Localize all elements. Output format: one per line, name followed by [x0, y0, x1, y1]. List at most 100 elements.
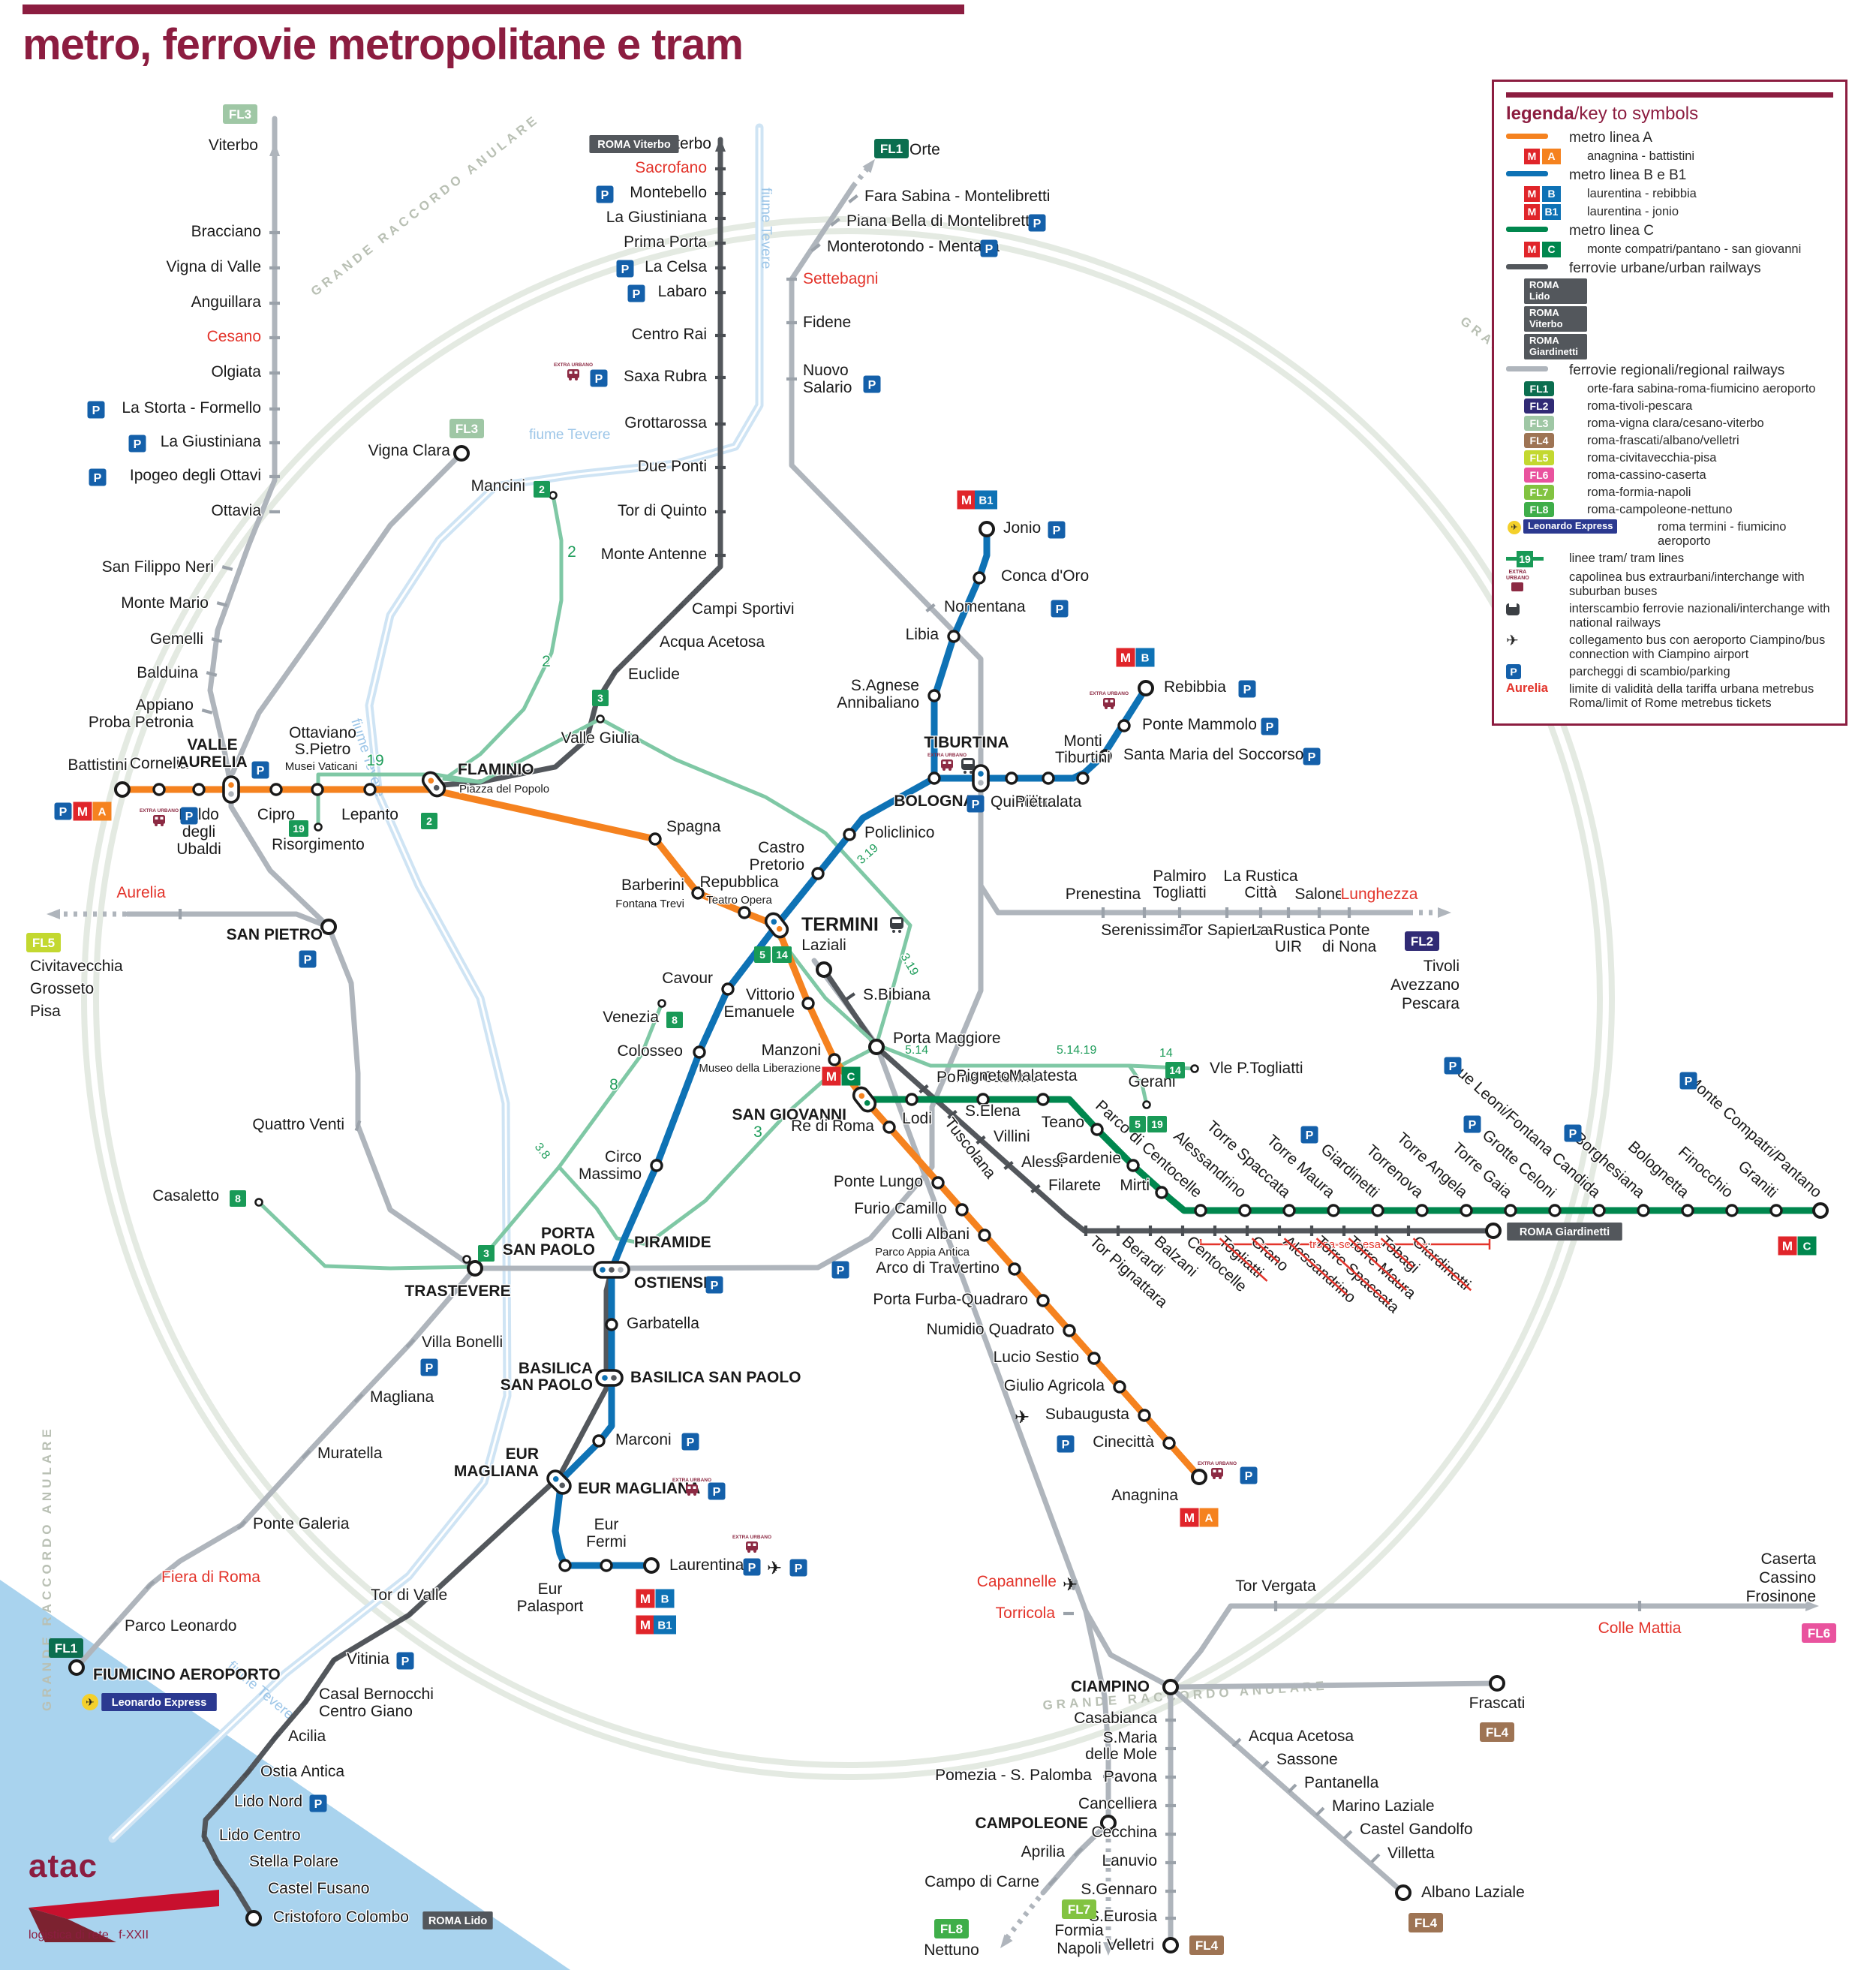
svg-text:EXTRA URBANO: EXTRA URBANO [1090, 691, 1129, 696]
svg-text:Museo della Liberazione: Museo della Liberazione [699, 1062, 821, 1075]
arrow [862, 159, 875, 173]
station-label: San Filippo Neri [101, 558, 215, 577]
svg-text:Città: Città [1244, 884, 1277, 901]
svg-text:SAN PAOLO: SAN PAOLO [503, 1241, 595, 1259]
station-terminus [1100, 1815, 1117, 1831]
svg-text:Parco Appia Antica: Parco Appia Antica [875, 1246, 970, 1259]
station-label: Ponte [1327, 921, 1370, 940]
svg-text:Venezia: Venezia [603, 1009, 659, 1026]
station-dot [311, 783, 324, 796]
svg-text:TERMINI: TERMINI [801, 914, 879, 935]
interchange-pill [764, 912, 789, 939]
line-gray-trunk [472, 276, 984, 1271]
station-label: Ubaldi [176, 840, 222, 859]
svg-text:Saxa Rubra: Saxa Rubra [624, 368, 707, 385]
atac-subtitle: logistica di rete f-XXII [29, 1929, 149, 1941]
station-tick [212, 1857, 223, 1868]
svg-text:ROMA Lido: ROMA Lido [428, 1915, 488, 1927]
station-label: Frosinone [1745, 1587, 1817, 1607]
fl-line-badge: FL4 [1189, 1935, 1224, 1955]
metro-logo: M [636, 1615, 655, 1635]
svg-text:Cassino: Cassino [1759, 1569, 1816, 1587]
svg-text:P: P [795, 1562, 803, 1575]
svg-text:Pigneto: Pigneto [956, 1067, 1009, 1084]
svg-text:P: P [1685, 1075, 1693, 1088]
legend-row-plane: ✈collegamento bus con aeroporto Ciampino… [1506, 632, 1826, 661]
station-label: Gemelli [149, 630, 205, 649]
svg-text:EUR MAGLIANA: EUR MAGLIANA [578, 1480, 700, 1497]
station-label: Teano [1040, 1113, 1085, 1132]
pill-dot [858, 1093, 865, 1099]
svg-text:Centro Rai: Centro Rai [632, 326, 707, 343]
station-label: FIUMICINO AEROPORTO [92, 1665, 281, 1685]
station-dot [1117, 719, 1131, 732]
svg-text:SAN PAOLO: SAN PAOLO [501, 1376, 593, 1394]
station-label: 5.14 [904, 1043, 930, 1058]
pill-dot [864, 1099, 870, 1106]
station-label: Città [1243, 883, 1278, 903]
svg-text:Vigna di Valle: Vigna di Valle [167, 258, 261, 275]
legend-row-line: metro linea A [1505, 129, 1835, 146]
parking-badge: P [396, 1652, 414, 1670]
station-dot [1063, 1324, 1076, 1337]
svg-text:Ponte: Ponte [1329, 922, 1370, 939]
svg-text:EXTRA URBANO: EXTRA URBANO [554, 362, 593, 368]
svg-text:A: A [98, 805, 107, 818]
svg-text:P: P [304, 954, 312, 967]
station-dot [1099, 749, 1112, 762]
svg-text:Quattro Venti: Quattro Venti [252, 1116, 344, 1133]
pill-dot [602, 1375, 608, 1381]
svg-text:UIR: UIR [1275, 938, 1302, 955]
national-rail-icon [961, 758, 975, 774]
svg-text:Teatro Opera: Teatro Opera [706, 894, 772, 907]
station-label: Repubblica [699, 873, 780, 892]
station-label: Arco di Travertino [875, 1259, 1000, 1278]
station-terminus [68, 1659, 85, 1676]
line-fl4-albano [1168, 1684, 1400, 1890]
svg-text:Mirti: Mirti [1120, 1177, 1150, 1194]
interchange-pill [421, 771, 446, 798]
svg-text:Laurentina: Laurentina [669, 1556, 744, 1574]
pill-dot [618, 1267, 624, 1273]
svg-text:Due Ponti: Due Ponti [638, 458, 707, 475]
station-label: Capannelle [976, 1572, 1057, 1592]
svg-text:EXTRA URBANO: EXTRA URBANO [140, 808, 179, 814]
parking-badge: P [128, 435, 146, 453]
station-label: La Giustiniana [159, 432, 262, 452]
svg-text:Porta Furba-Quadraro: Porta Furba-Quadraro [873, 1291, 1028, 1308]
arrow [1103, 1942, 1114, 1956]
svg-text:Barberini: Barberini [621, 877, 684, 894]
line-fl3-vigna-clara-spur [230, 450, 464, 776]
station-label: Acilia [287, 1727, 327, 1746]
svg-text:P: P [94, 472, 102, 485]
line-fl1-northeast [789, 183, 856, 282]
station-tick [221, 565, 233, 571]
station-label: BASILICA SAN PAOLO [630, 1368, 802, 1388]
rail-name-badge: ROMA Giardinetti [1524, 334, 1587, 359]
metro-line-badge: B1 [1542, 203, 1561, 220]
station-label: Eur [593, 1515, 619, 1535]
svg-text:P: P [972, 799, 980, 811]
svg-text:Alessi: Alessi [1021, 1153, 1063, 1171]
svg-text:Tor di Quinto: Tor di Quinto [618, 502, 707, 519]
svg-text:FL5: FL5 [32, 936, 55, 950]
svg-text:Colli Albani: Colli Albani [891, 1226, 970, 1243]
svg-text:Anagnina: Anagnina [1111, 1487, 1178, 1504]
svg-text:Libia: Libia [906, 626, 940, 643]
svg-text:M: M [640, 1592, 651, 1606]
station-dot [1087, 1352, 1101, 1365]
station-label: Proba Petronia [88, 713, 195, 732]
airport-bus-icon: ✈ [1506, 632, 1519, 649]
parking-badge: P [1679, 1072, 1697, 1090]
station-dot [605, 1318, 618, 1331]
station-dot [955, 1203, 969, 1217]
svg-text:P: P [314, 1798, 323, 1811]
parking-badge: P [1028, 214, 1046, 232]
station-label: Pretorio [748, 856, 805, 875]
tram-stop [314, 823, 323, 832]
metro-line-badge: B [655, 1589, 675, 1608]
station-tick [1048, 1876, 1058, 1887]
